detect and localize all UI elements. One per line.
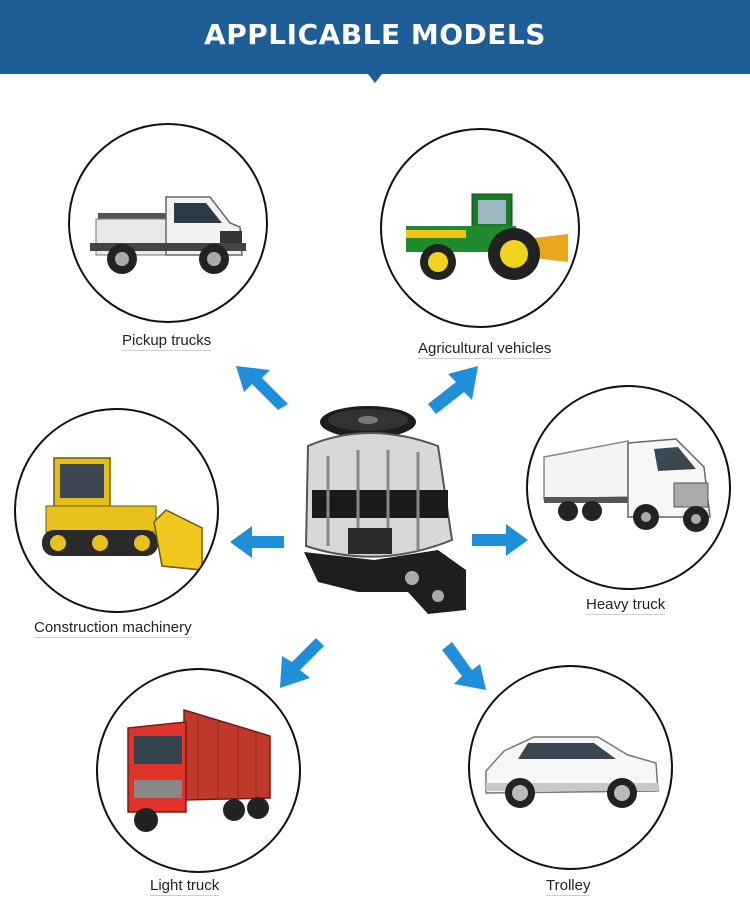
- arrow-to-pickup: [236, 366, 288, 410]
- model-label-heavy-truck: Heavy truck: [586, 596, 666, 615]
- arrow-to-heavy-truck: [472, 524, 528, 556]
- arrow-to-agricultural: [428, 366, 478, 414]
- model-label-trolley: Trolley: [546, 877, 591, 896]
- model-circle-heavy-truck: [526, 385, 731, 590]
- arrow-to-light-truck: [280, 638, 324, 688]
- header-banner: APPLICABLE MODELS: [0, 0, 750, 74]
- alternator-icon: [304, 406, 466, 614]
- cargo-truck-icon: [127, 708, 271, 832]
- page-title: APPLICABLE MODELS: [204, 18, 546, 51]
- arrow-to-construction: [230, 526, 284, 558]
- model-circle-construction: [14, 408, 219, 613]
- model-label-pickup: Pickup trucks: [122, 332, 212, 351]
- tractor-icon: [406, 193, 568, 280]
- banner-notch: [368, 74, 382, 83]
- model-label-light-truck: Light truck: [150, 877, 220, 896]
- bulldozer-icon: [42, 457, 203, 571]
- semi-truck-icon: [543, 438, 711, 532]
- pickup-truck-icon: [90, 196, 246, 274]
- model-circle-trolley: [468, 665, 673, 870]
- model-label-agricultural: Agricultural vehicles: [418, 340, 552, 359]
- arrow-to-trolley: [442, 642, 486, 690]
- model-circle-light-truck: [96, 668, 301, 873]
- model-circle-pickup: [68, 123, 268, 323]
- model-label-construction: Construction machinery: [34, 619, 192, 638]
- alternator-image: [288, 400, 468, 625]
- model-circle-agricultural: [380, 128, 580, 328]
- suv-car-icon: [485, 736, 659, 808]
